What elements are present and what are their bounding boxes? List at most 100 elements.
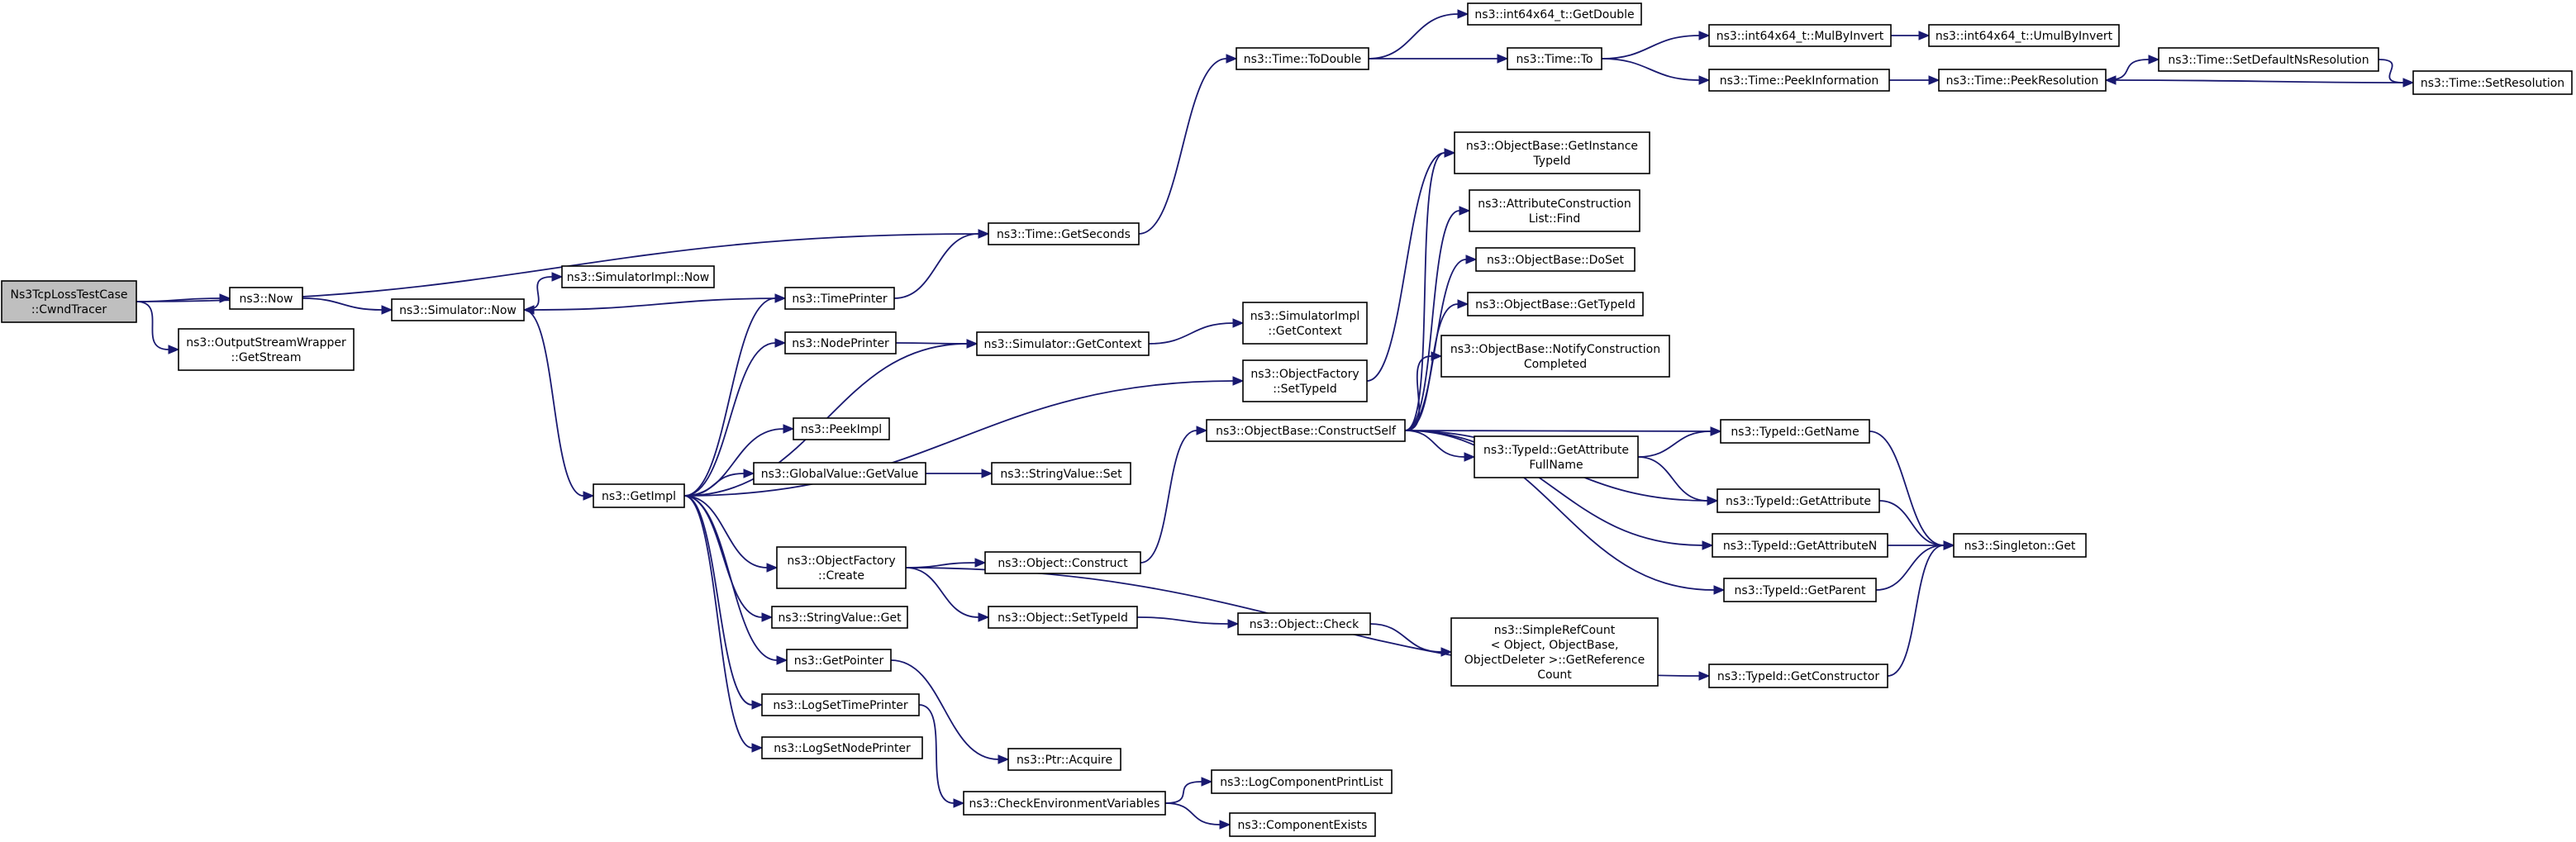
node-sv-set[interactable]: ns3::StringValue::Set bbox=[991, 462, 1131, 485]
node-label: ::CwndTracer bbox=[31, 303, 107, 316]
node-ob-doset[interactable]: ns3::ObjectBase::DoSet bbox=[1475, 247, 1636, 272]
node-box bbox=[963, 791, 1166, 816]
node-box bbox=[771, 606, 908, 629]
node-label: ns3::LogSetNodePrinter bbox=[774, 742, 911, 755]
node-box bbox=[1236, 47, 1369, 70]
node-singleton-get[interactable]: ns3::Singleton::Get bbox=[1953, 533, 2087, 558]
node-peekimpl[interactable]: ns3::PeekImpl bbox=[793, 417, 890, 440]
node-box bbox=[1206, 419, 1406, 442]
node-time-setdefaultnsresolution[interactable]: ns3::Time::SetDefaultNsResolution bbox=[2158, 47, 2379, 72]
node-of-settypeid[interactable]: ns3::ObjectFactory::SetTypeId bbox=[1242, 359, 1368, 402]
node-nodeprinter[interactable]: ns3::NodePrinter bbox=[784, 331, 897, 354]
node-label: ns3::SimpleRefCount bbox=[1494, 624, 1616, 637]
node-box bbox=[976, 331, 1150, 356]
node-label: ns3::GetPointer bbox=[794, 654, 884, 668]
edge-checkenv-to-logcomponentprintlist bbox=[1164, 777, 1213, 804]
edge-time_todouble-to-int64_getdouble bbox=[1368, 9, 1469, 59]
node-box bbox=[761, 693, 920, 716]
edge-getimpl-to-nodeprinter bbox=[683, 338, 787, 497]
node-label: ::SetTypeId bbox=[1273, 383, 1337, 396]
node-simimpl-now[interactable]: ns3::SimulatorImpl::Now bbox=[561, 265, 715, 288]
node-box bbox=[1242, 302, 1368, 345]
node-logsetnodeprinter[interactable]: ns3::LogSetNodePrinter bbox=[761, 736, 923, 759]
node-time-setresolution[interactable]: ns3::Time::SetResolution bbox=[2412, 70, 2573, 95]
edge-of_create-to-obj_construct bbox=[905, 558, 987, 568]
node-timeprinter[interactable]: ns3::TimePrinter bbox=[784, 287, 895, 310]
node-getpointer[interactable]: ns3::GetPointer bbox=[786, 649, 892, 672]
node-ptr-acquire[interactable]: ns3::Ptr::Acquire bbox=[1007, 748, 1121, 771]
node-time-peekinformation[interactable]: ns3::Time::PeekInformation bbox=[1708, 69, 1890, 92]
node-getimpl[interactable]: ns3::GetImpl bbox=[593, 483, 685, 508]
node-int64-getdouble[interactable]: ns3::int64x64_t::GetDouble bbox=[1467, 2, 1642, 26]
node-now[interactable]: ns3::Now bbox=[229, 287, 303, 310]
node-label: ns3::int64x64_t::MulByInvert bbox=[1717, 30, 1884, 43]
node-box bbox=[2158, 47, 2379, 72]
node-tid-getconstructor[interactable]: ns3::TypeId::GetConstructor bbox=[1708, 664, 1888, 688]
node-box bbox=[1242, 359, 1368, 402]
node-label: Completed bbox=[1524, 358, 1587, 371]
node-box bbox=[561, 265, 715, 288]
edge-getimpl-to-timeprinter bbox=[683, 293, 787, 497]
node-ob-notify[interactable]: ns3::ObjectBase::NotifyConstructionCompl… bbox=[1440, 335, 1670, 378]
node-label: ns3::TypeId::GetName bbox=[1731, 426, 1859, 439]
node-cwndtracer[interactable]: Ns3TcpLossTestCase::CwndTracer bbox=[1, 280, 137, 323]
node-sim-now[interactable]: ns3::Simulator::Now bbox=[391, 298, 525, 321]
node-tid-getattributen[interactable]: ns3::TypeId::GetAttributeN bbox=[1712, 533, 1888, 558]
node-time-peekresolution[interactable]: ns3::Time::PeekResolution bbox=[1938, 69, 2107, 92]
edge-tid_getattributefullname-to-tid_getname bbox=[1637, 426, 1722, 458]
node-componentexists[interactable]: ns3::ComponentExists bbox=[1229, 812, 1376, 837]
node-label: ns3::Ptr::Acquire bbox=[1017, 754, 1112, 767]
node-sv-get[interactable]: ns3::StringValue::Get bbox=[771, 606, 908, 629]
node-logsettimeprinter[interactable]: ns3::LogSetTimePrinter bbox=[761, 693, 920, 716]
node-label: ns3::AttributeConstruction bbox=[1478, 197, 1631, 211]
edge-obj_construct-to-ob_constructself bbox=[1140, 426, 1208, 564]
node-getstream[interactable]: ns3::OutputStreamWrapper::GetStream bbox=[178, 328, 355, 371]
node-int64-umulbyinvert[interactable]: ns3::int64x64_t::UmulByInvert bbox=[1928, 24, 2120, 47]
node-tid-getparent[interactable]: ns3::TypeId::GetParent bbox=[1723, 578, 1877, 602]
node-label: ns3::ObjectBase::DoSet bbox=[1487, 254, 1624, 267]
edge-getpointer-to-ptr_acquire bbox=[890, 659, 1010, 764]
node-box bbox=[784, 331, 897, 354]
edge-time_peekinformation-to-time_peekresolution bbox=[1889, 75, 1940, 85]
node-label: ns3::Time::GetSeconds bbox=[997, 228, 1131, 241]
node-label: ns3::NodePrinter bbox=[792, 337, 889, 350]
node-ob-constructself[interactable]: ns3::ObjectBase::ConstructSelf bbox=[1206, 419, 1406, 442]
node-label: ns3::OutputStreamWrapper bbox=[186, 336, 346, 350]
node-box bbox=[1507, 47, 1602, 70]
node-int64-mulbyinvert[interactable]: ns3::int64x64_t::MulByInvert bbox=[1708, 24, 1892, 47]
node-gv-getvalue[interactable]: ns3::GlobalValue::GetValue bbox=[753, 462, 926, 485]
node-time-getseconds[interactable]: ns3::Time::GetSeconds bbox=[988, 222, 1140, 245]
node-obj-check[interactable]: ns3::Object::Check bbox=[1237, 612, 1371, 635]
node-box bbox=[1938, 69, 2107, 92]
node-obj-construct[interactable]: ns3::Object::Construct bbox=[984, 551, 1141, 574]
node-of-create[interactable]: ns3::ObjectFactory::Create bbox=[776, 546, 907, 589]
node-label: ns3::Time::SetResolution bbox=[2421, 77, 2564, 90]
node-simimpl-getcontext[interactable]: ns3::SimulatorImpl::GetContext bbox=[1242, 302, 1368, 345]
node-box bbox=[178, 328, 355, 371]
node-obj-settypeid[interactable]: ns3::Object::SetTypeId bbox=[988, 606, 1138, 629]
node-label: ObjectDeleter >::GetReference bbox=[1464, 654, 1645, 667]
node-box bbox=[991, 462, 1131, 485]
node-label: ns3::int64x64_t::UmulByInvert bbox=[1936, 30, 2113, 43]
node-sim-getcontext[interactable]: ns3::Simulator::GetContext bbox=[976, 331, 1150, 356]
node-ob-gettypeid[interactable]: ns3::ObjectBase::GetTypeId bbox=[1467, 292, 1644, 316]
node-label: ::GetContext bbox=[1268, 325, 1342, 338]
node-label: ns3::LogComponentPrintList bbox=[1220, 776, 1383, 789]
node-simplerefcount[interactable]: ns3::SimpleRefCount< Object, ObjectBase,… bbox=[1450, 617, 1659, 687]
node-time-to[interactable]: ns3::Time::To bbox=[1507, 47, 1602, 70]
edge-tid_getname-to-singleton_get bbox=[1869, 431, 1955, 550]
node-logcomponentprintlist[interactable]: ns3::LogComponentPrintList bbox=[1211, 769, 1393, 794]
edge-of_create-to-obj_settypeid bbox=[905, 567, 990, 622]
edge-ob_constructself-to-ob_getinstancetypeid bbox=[1404, 148, 1456, 431]
node-box bbox=[229, 287, 303, 310]
edge-getimpl-to-sv_get bbox=[683, 495, 774, 622]
node-label: ns3::PeekImpl bbox=[801, 423, 882, 436]
node-time-todouble[interactable]: ns3::Time::ToDouble bbox=[1236, 47, 1369, 70]
node-tid-getname[interactable]: ns3::TypeId::GetName bbox=[1720, 419, 1870, 444]
node-checkenv[interactable]: ns3::CheckEnvironmentVariables bbox=[963, 791, 1166, 816]
node-tid-getattribute[interactable]: ns3::TypeId::GetAttribute bbox=[1717, 488, 1880, 513]
